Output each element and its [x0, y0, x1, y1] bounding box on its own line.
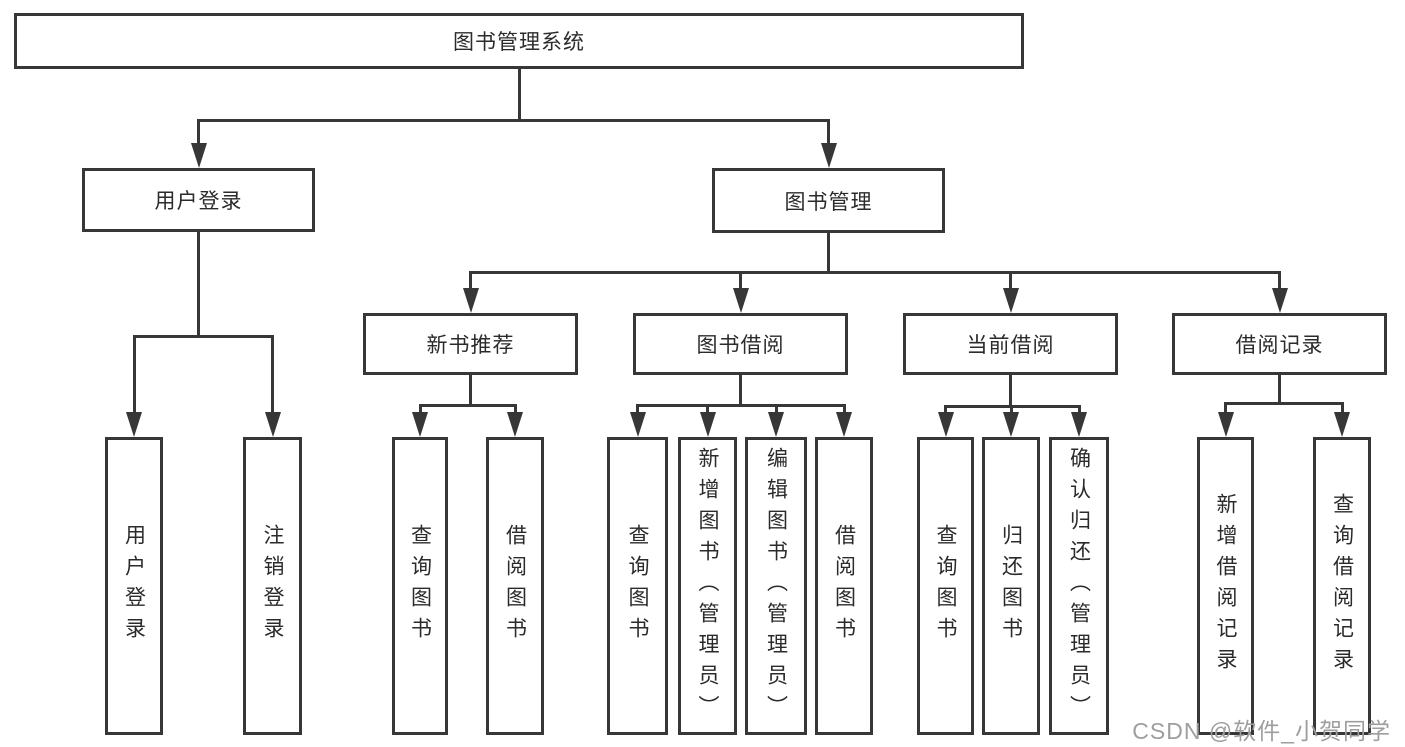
- node-user-login-leaf: 用户登录: [105, 437, 163, 735]
- watermark: CSDN @软件_小贺同学: [1132, 718, 1391, 744]
- node-query-books-3: 查询图书: [917, 437, 974, 735]
- arrow-down-icon: [126, 412, 142, 437]
- node-label: 借阅图书: [503, 524, 527, 648]
- node-user-login: 用户登录: [82, 168, 315, 232]
- node-label: 注销登录: [261, 524, 284, 648]
- connector-branch: [197, 118, 830, 122]
- node-label: 查询图书: [934, 524, 957, 648]
- arrow-down-icon: [937, 412, 954, 437]
- connector-stem: [418, 403, 422, 415]
- arrow-down-icon: [1071, 412, 1087, 437]
- node-query-books-2: 查询图书: [607, 437, 668, 735]
- connector-trunk: [517, 69, 521, 122]
- connector-stem: [739, 270, 742, 291]
- node-label: 编辑图书（管理员）: [764, 446, 788, 726]
- arrow-down-icon: [699, 412, 716, 437]
- connector-branch: [418, 403, 517, 407]
- node-logout-leaf: 注销登录: [243, 437, 302, 735]
- connector-stem: [827, 118, 830, 146]
- arrow-down-icon: [412, 412, 428, 437]
- node-label: 用户登录: [154, 190, 243, 213]
- node-add-books: 新增图书（管理员）: [678, 437, 737, 735]
- connector-stem: [842, 403, 846, 415]
- connector-stem: [1224, 401, 1227, 415]
- connector-stem: [774, 403, 778, 415]
- arrow-down-icon: [1003, 412, 1019, 437]
- node-label: 查询借阅记录: [1330, 493, 1354, 679]
- node-label: 借阅记录: [1235, 334, 1324, 357]
- connector-branch: [636, 403, 846, 407]
- node-book-management: 图书管理: [712, 168, 945, 233]
- connector-stem: [469, 270, 472, 291]
- arrow-down-icon: [462, 288, 479, 313]
- node-label: 图书管理系统: [453, 31, 585, 54]
- node-borrowing-records: 借阅记录: [1172, 313, 1387, 375]
- arrow-down-icon: [1271, 288, 1288, 313]
- node-label: 新增借阅记录: [1214, 493, 1237, 679]
- connector-trunk: [739, 375, 742, 407]
- connector-stem: [1009, 404, 1013, 415]
- connector-stem: [513, 403, 517, 415]
- connector-stem: [706, 403, 709, 415]
- node-root: 图书管理系统: [14, 13, 1024, 69]
- node-borrow-books-2: 借阅图书: [815, 437, 873, 735]
- arrow-down-icon: [836, 412, 852, 437]
- connector-stem: [1278, 270, 1281, 291]
- connector-branch: [469, 270, 1281, 274]
- connector-trunk: [469, 375, 472, 407]
- node-edit-books: 编辑图书（管理员）: [745, 437, 807, 735]
- node-label: 确认归还（管理员）: [1067, 446, 1091, 726]
- node-add-borrow-record: 新增借阅记录: [1197, 437, 1254, 735]
- node-label: 图书借阅: [696, 334, 785, 357]
- node-label: 查询图书: [408, 524, 432, 648]
- connector-stem: [1340, 401, 1344, 415]
- connector-stem: [271, 334, 274, 415]
- connector-stem: [1009, 270, 1012, 291]
- node-new-book-recommend: 新书推荐: [363, 313, 578, 375]
- node-book-borrowing: 图书借阅: [633, 313, 848, 375]
- arrow-down-icon: [768, 412, 784, 437]
- arrow-down-icon: [820, 143, 837, 168]
- node-label: 查询图书: [626, 524, 649, 648]
- arrow-down-icon: [190, 143, 207, 168]
- node-label: 图书管理: [784, 190, 873, 214]
- arrow-down-icon: [507, 412, 523, 437]
- arrow-down-icon: [1217, 412, 1234, 437]
- node-confirm-return: 确认归还（管理员）: [1049, 437, 1109, 735]
- connector-trunk: [1009, 375, 1012, 408]
- node-query-borrow-record: 查询借阅记录: [1313, 437, 1371, 735]
- node-label: 当前借阅: [966, 334, 1055, 357]
- connector-branch: [1224, 401, 1344, 405]
- connector-stem: [1077, 404, 1081, 415]
- connector-stem: [197, 118, 200, 146]
- node-label: 用户登录: [122, 524, 146, 648]
- connector-trunk: [197, 232, 200, 338]
- connector-trunk: [1278, 375, 1281, 405]
- node-borrow-books-1: 借阅图书: [486, 437, 544, 735]
- arrow-down-icon: [732, 288, 749, 313]
- node-return-books: 归还图书: [982, 437, 1040, 735]
- arrow-down-icon: [264, 412, 281, 437]
- connector-stem: [132, 334, 136, 415]
- arrow-down-icon: [1002, 288, 1019, 313]
- connector-branch: [132, 334, 274, 338]
- arrow-down-icon: [629, 412, 646, 437]
- node-label: 归还图书: [999, 524, 1023, 648]
- connector-stem: [636, 403, 639, 415]
- node-label: 借阅图书: [832, 524, 856, 648]
- node-current-borrowing: 当前借阅: [903, 313, 1118, 375]
- node-query-books-1: 查询图书: [392, 437, 448, 735]
- connector-trunk: [827, 233, 830, 274]
- connector-stem: [944, 404, 947, 415]
- node-label: 新书推荐: [426, 334, 515, 357]
- node-label: 新增图书（管理员）: [696, 446, 719, 726]
- arrow-down-icon: [1334, 412, 1350, 437]
